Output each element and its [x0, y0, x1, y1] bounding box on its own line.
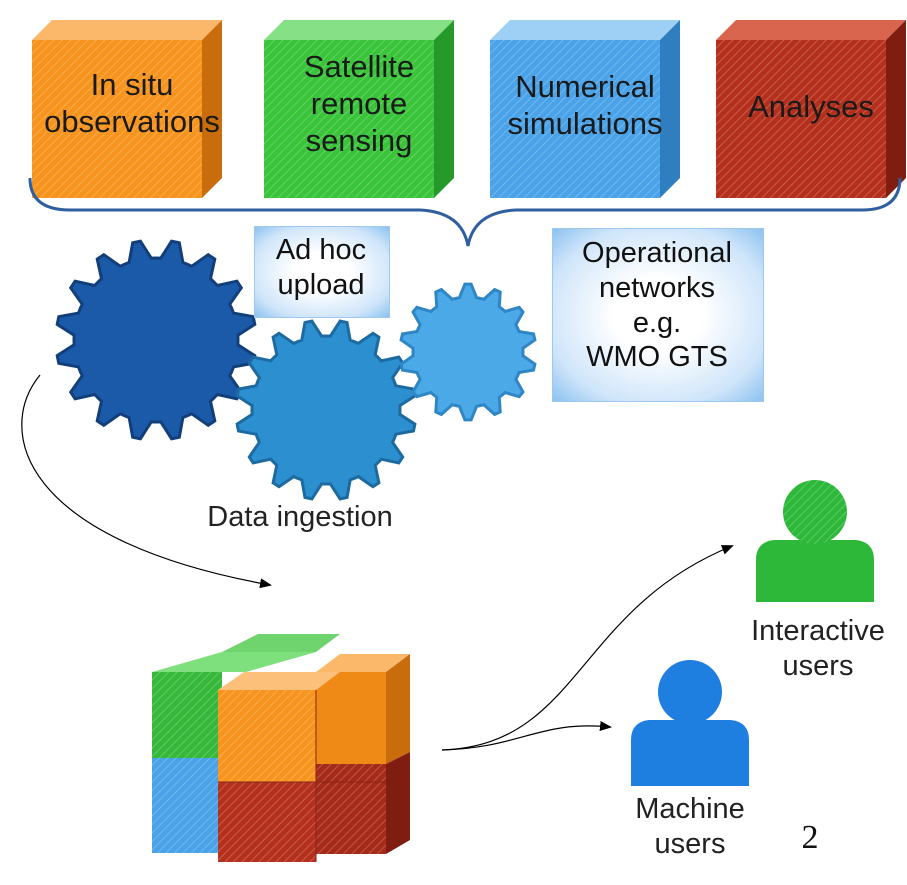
interactive-users-label: Interactive users [751, 615, 885, 682]
interactive-user-icon [756, 480, 874, 602]
gear-small-light [399, 282, 537, 422]
machine-users-label: Machine users [635, 793, 745, 860]
gear-small-shape [399, 282, 537, 422]
arrow-to-interactive-users [441, 545, 734, 751]
operational-networks-box [552, 228, 764, 402]
source-label-analyses: Analyses [748, 89, 874, 124]
cube-analyses [716, 20, 906, 198]
operational-networks-label: Operational networks e.g. WMO GTS [582, 237, 732, 374]
ad-hoc-upload-label: Ad hoc upload [275, 234, 367, 301]
arrow-to-machine-users [441, 721, 612, 751]
source-label-numerical: Numerical simulations [507, 69, 663, 142]
cube-numerical-simulations [490, 20, 680, 198]
source-label-in-situ: In situ observations [44, 67, 220, 140]
ad-hoc-upload-box [254, 226, 390, 318]
data-store-cube [152, 634, 410, 862]
gear-large-dark [55, 239, 257, 441]
gear-mid-shape [235, 319, 417, 501]
machine-user-icon [631, 660, 749, 786]
cube-satellite-remote-sensing [264, 20, 454, 198]
cube-in-situ-observations [32, 20, 222, 198]
sources-brace [28, 177, 902, 247]
gear-medium [235, 319, 417, 501]
page-number: 2 [801, 819, 819, 856]
data-ingestion-caption: Data ingestion [207, 501, 393, 533]
gear-big-shape [55, 239, 257, 441]
arrow-to-store [21, 374, 272, 589]
source-label-satellite: Satellite remote sensing [303, 49, 415, 159]
